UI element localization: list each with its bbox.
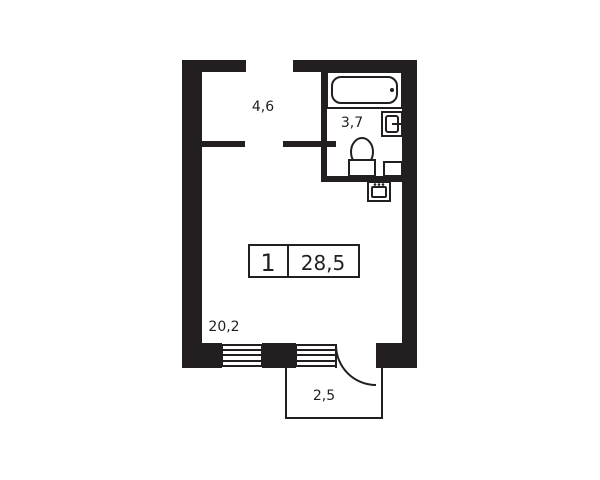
- balcony: [285, 368, 383, 419]
- rooms-count: 1: [260, 249, 275, 277]
- apartment-summary: 1 28,5: [248, 244, 360, 278]
- window-left: [221, 344, 263, 367]
- toilet: [348, 137, 376, 177]
- hallway-area-label: 4,6: [252, 99, 274, 115]
- balcony-area-label: 2,5: [313, 388, 335, 404]
- bathtub: [326, 71, 403, 109]
- bathroom-niche: [383, 161, 403, 177]
- bathroom-sink: [381, 111, 403, 137]
- living-room-area-label: 20,2: [208, 319, 239, 335]
- window-right: [295, 344, 337, 367]
- balcony-door: [335, 344, 377, 386]
- exterior-walls: [182, 60, 417, 368]
- interior-walls: [200, 72, 404, 182]
- total-area: 28,5: [301, 251, 346, 275]
- kitchen-sink: [367, 181, 391, 202]
- bathroom-area-label: 3,7: [341, 115, 363, 131]
